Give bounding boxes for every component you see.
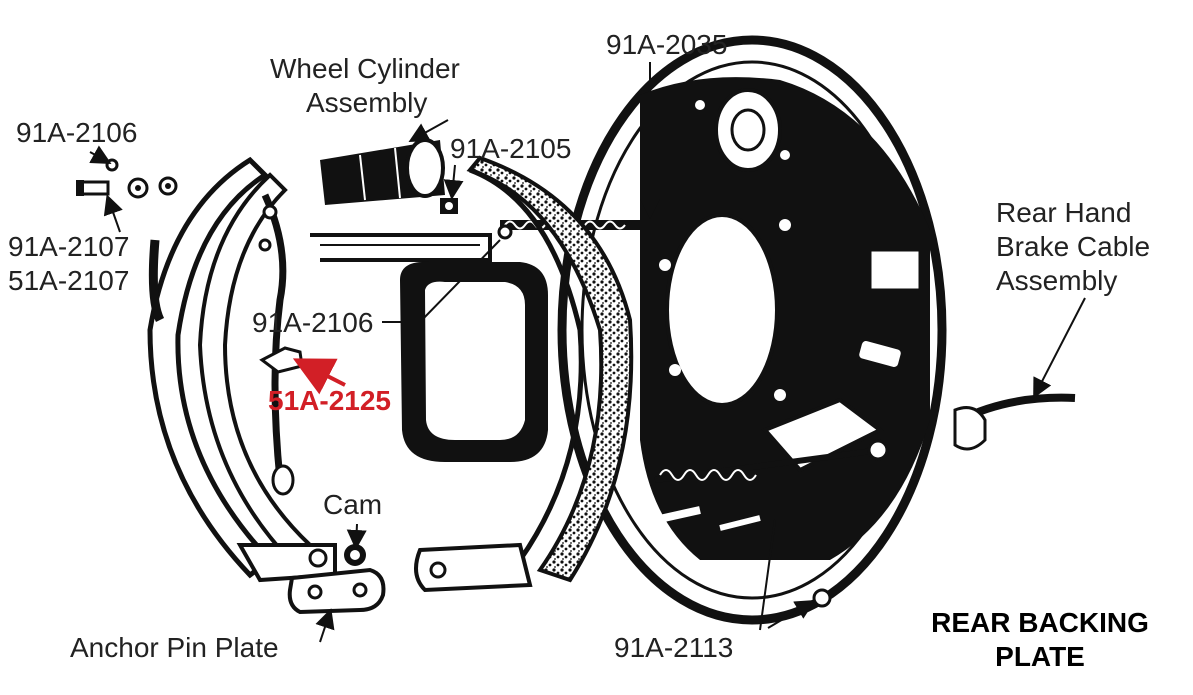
diagram-title-line1: REAR BACKING bbox=[931, 607, 1149, 638]
part-2107-label-line2: 51A-2107 bbox=[8, 265, 130, 296]
hardware-2106-2107 bbox=[76, 158, 178, 199]
lower-spring-lever bbox=[654, 439, 889, 531]
leader-lines bbox=[89, 62, 1086, 643]
part-2107-label-line1: 91A-2107 bbox=[8, 231, 130, 262]
part-2125 bbox=[259, 346, 304, 374]
anchor-pin-plate bbox=[287, 567, 386, 615]
right-brake-shoe bbox=[414, 155, 634, 593]
diagram-title: REAR BACKING PLATE bbox=[915, 606, 1165, 674]
part-2107-label: 91A-2107 51A-2107 bbox=[8, 230, 129, 298]
part-2106-mid-label: 91A-2106 bbox=[252, 307, 374, 338]
hand-brake-cable-label: Rear Hand Brake Cable Assembly bbox=[996, 196, 1150, 298]
part-2105-label: 91A-2105 bbox=[450, 133, 572, 164]
part-2125-label: 51A-2125 bbox=[268, 385, 391, 416]
wheel-cylinder-label-line1: Wheel Cylinder bbox=[270, 53, 460, 84]
clip-2113 bbox=[812, 588, 832, 608]
shoe-guide-clip bbox=[310, 233, 492, 262]
part-2106-top-label: 91A-2106 bbox=[16, 117, 138, 148]
hand-brake-cable-label-line1: Rear Hand bbox=[996, 197, 1132, 228]
diagram-title-line2: PLATE bbox=[995, 641, 1085, 672]
cam-part bbox=[344, 544, 366, 566]
highlight-leader bbox=[292, 358, 346, 395]
hand-brake-cable bbox=[953, 393, 1076, 451]
part-2035-label: 91A-2035 bbox=[606, 29, 728, 60]
axle-hole bbox=[665, 213, 779, 407]
cam-label: Cam bbox=[323, 489, 383, 520]
wheel-cylinder bbox=[320, 138, 445, 205]
backing-plate bbox=[557, 35, 947, 625]
bolt-2105 bbox=[440, 198, 458, 214]
left-brake-shoe bbox=[147, 156, 337, 583]
adjuster-ring bbox=[400, 261, 548, 462]
anchor-pin-plate-label: Anchor Pin Plate bbox=[70, 632, 279, 663]
part-2113-label: 91A-2113 bbox=[614, 632, 734, 663]
wheel-cylinder-label-line2: Assembly bbox=[306, 87, 428, 118]
hand-brake-cable-label-line3: Assembly bbox=[996, 265, 1118, 296]
hand-brake-cable-label-line2: Brake Cable bbox=[996, 231, 1151, 262]
wheel-cylinder-label: Wheel Cylinder Assembly bbox=[270, 52, 460, 120]
